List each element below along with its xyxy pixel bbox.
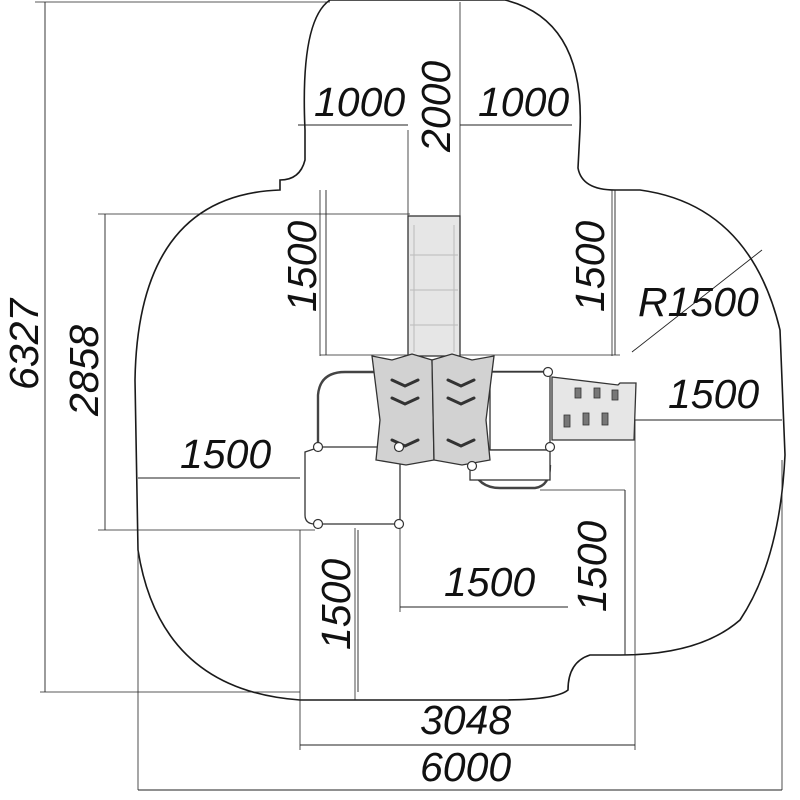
dim-label-top-center: 2000 bbox=[413, 61, 459, 153]
climbing-holds bbox=[563, 387, 619, 428]
dim-label-upper-right: 1500 bbox=[567, 221, 613, 312]
dim-label-top-right: 1000 bbox=[478, 79, 569, 125]
dim-label-equipment-width: 3048 bbox=[420, 697, 511, 743]
panel-grips bbox=[390, 378, 476, 448]
dim-label-equipment-depth: 2858 bbox=[61, 325, 107, 417]
handrail-left bbox=[316, 370, 378, 447]
dim-label-right-offset: 1500 bbox=[668, 371, 759, 417]
dim-label-total-height: 6327 bbox=[1, 297, 47, 390]
climbing-panel-right bbox=[431, 353, 495, 466]
dim-label-total-width: 6000 bbox=[420, 744, 511, 790]
dim-label-bottom-inner-width: 1500 bbox=[444, 559, 535, 605]
play-equipment bbox=[304, 215, 637, 530]
platform-right bbox=[489, 371, 551, 451]
post-bolts bbox=[312, 366, 556, 530]
dimension-lines bbox=[44, 2, 782, 791]
dimension-labels: 1000 2000 1000 1500 1500 R1500 1500 6327… bbox=[1, 61, 759, 790]
lower-platform bbox=[304, 446, 401, 525]
climbing-wall bbox=[551, 376, 637, 441]
dim-label-bottom-right-height: 1500 bbox=[569, 521, 615, 612]
dim-label-upper-left: 1500 bbox=[279, 221, 325, 312]
dim-label-top-left: 1000 bbox=[314, 79, 405, 125]
dim-label-bottom-left-height: 1500 bbox=[313, 559, 359, 650]
slide bbox=[407, 215, 461, 357]
dim-label-radius: R1500 bbox=[638, 279, 759, 325]
dim-label-left-offset: 1500 bbox=[180, 431, 271, 477]
